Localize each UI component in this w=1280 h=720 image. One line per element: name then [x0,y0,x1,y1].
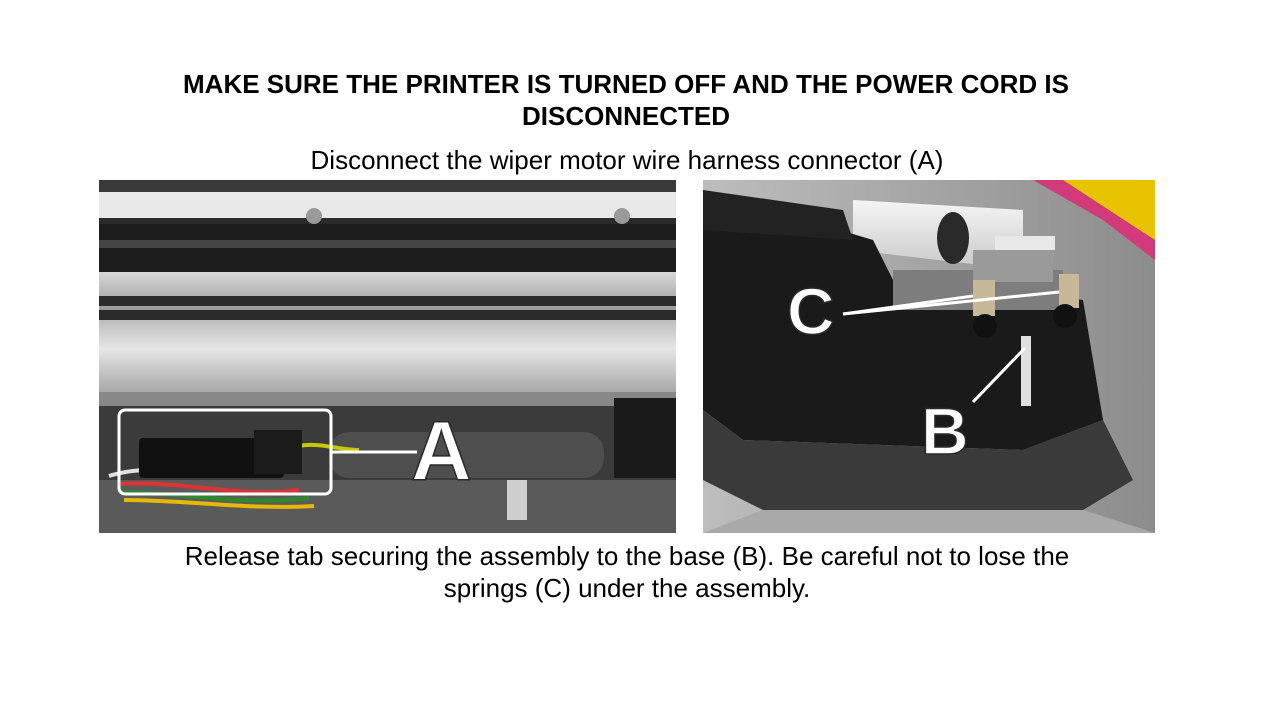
wiper-assembly-photo: C B [703,180,1155,533]
callout-label-b: B [921,394,969,468]
wiper-motor-connector-photo: A [99,180,676,533]
step-2-instruction: Release tab securing the assembly to the… [184,541,1070,603]
callout-label-a: A [411,404,472,498]
warning-heading: MAKE SURE THE PRINTER IS TURNED OFF AND … [183,69,1069,131]
callout-label-c: C [787,274,835,348]
step-1-instruction: Disconnect the wiper motor wire harness … [310,145,944,175]
